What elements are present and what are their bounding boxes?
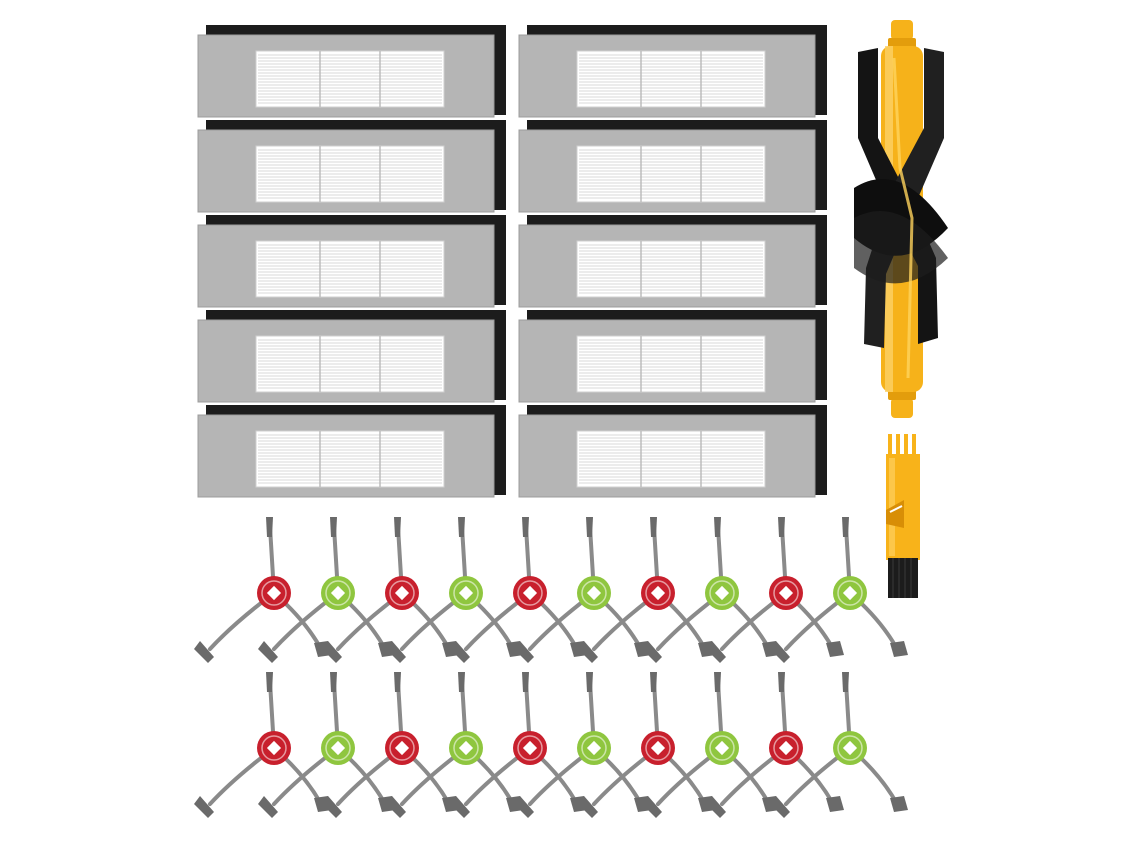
side-brush [768, 670, 918, 825]
main-roller-brush [848, 18, 954, 422]
cleaning-tool [880, 432, 926, 600]
side-brush [256, 515, 406, 670]
hepa-filter [517, 405, 829, 504]
side-brush [576, 515, 726, 670]
hepa-filter [196, 120, 508, 219]
side-brush [640, 515, 790, 670]
hepa-filter [517, 215, 829, 314]
side-brush [704, 515, 854, 670]
side-brush [768, 515, 918, 670]
hepa-filter [196, 310, 508, 409]
side-brush [448, 670, 598, 825]
side-brush [640, 670, 790, 825]
main-roller-brush-image [854, 20, 948, 418]
cleaning-tool-image [886, 434, 920, 598]
side-brush [704, 670, 854, 825]
side-brush [256, 670, 406, 825]
side-brush [320, 515, 470, 670]
hepa-filter [196, 405, 508, 504]
side-brush [192, 670, 342, 825]
hepa-filter [517, 310, 829, 409]
hepa-filter [517, 120, 829, 219]
hepa-filter [196, 215, 508, 314]
hepa-filter [196, 25, 508, 124]
side-brush [576, 670, 726, 825]
hepa-filter [517, 25, 829, 124]
side-brush [384, 670, 534, 825]
